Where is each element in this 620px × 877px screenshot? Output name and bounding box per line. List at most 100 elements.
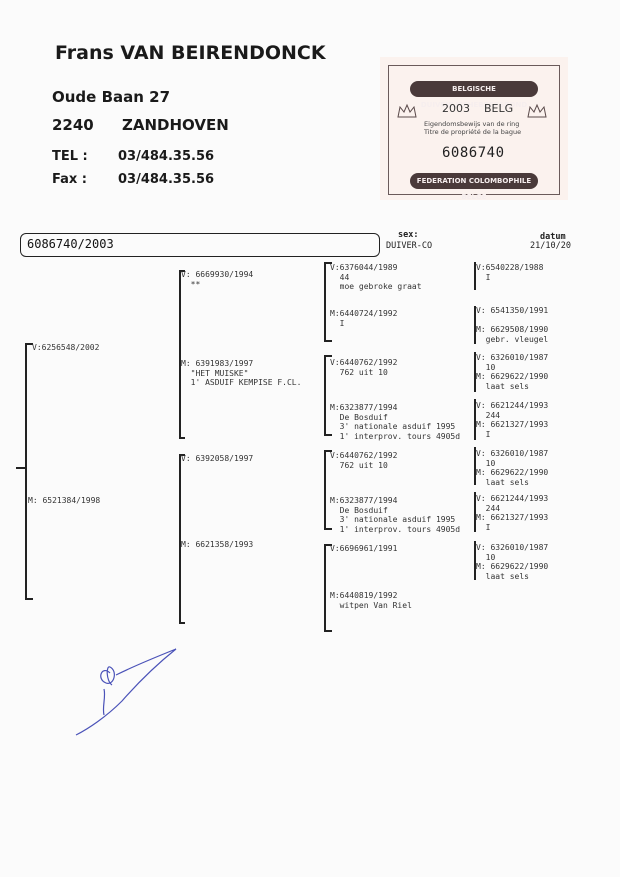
great-grandparent-entry: V:6376044/1989 44 moe gebroke graat <box>330 263 422 292</box>
great-grandparent-entry: V:6440762/1992 762 uit 10 <box>330 358 397 377</box>
bracket-line <box>474 352 476 392</box>
dam-entry: M: 6521384/1998 <box>28 496 101 505</box>
entry-line: 244 <box>476 410 501 420</box>
owner-city: ZANDHOVEN <box>122 116 229 134</box>
bracket-line <box>474 541 476 580</box>
entry-line: 244 <box>476 503 501 513</box>
bracket-line <box>324 450 332 452</box>
entry-line: laat sels <box>476 477 529 487</box>
datum-label: datum <box>540 232 566 242</box>
bracket-line <box>474 262 476 290</box>
entry-line: 762 uit 10 <box>330 367 388 377</box>
sire-entry: V:6256548/2002 <box>32 343 100 352</box>
bracket-line <box>179 437 185 439</box>
entry-line: 10 <box>476 362 496 372</box>
ancestor-entry: M: 6629508/1990 gebr. vleugel <box>476 325 548 344</box>
entry-line: M:6323877/1994 <box>330 403 398 412</box>
entry-line: V:6540228/1988 <box>476 263 544 272</box>
bracket-line <box>324 355 332 357</box>
bracket-line <box>179 454 181 622</box>
great-grandparent-entry: M:6440724/1992 I <box>330 309 397 328</box>
entry-line: V:6376044/1989 <box>330 263 398 272</box>
entry-line: "HET MUISKE" <box>181 368 249 378</box>
entry-line: De Bosduif <box>330 412 388 422</box>
entry-line: M: 6621358/1993 <box>181 540 254 549</box>
ancestor-entry: V: 6326010/1987 10 <box>476 353 548 372</box>
bracket-line <box>179 622 185 624</box>
bracket-line <box>324 544 332 546</box>
ancestor-entry: V: 6621244/1993 244 <box>476 401 548 420</box>
certificate-top-band: BELGISCHE DUIVENLIEFHEBBERSBOND <box>410 81 538 109</box>
ancestor-entry: V: 6621244/1993 244 <box>476 494 548 513</box>
entry-line: M:6440819/1992 <box>330 591 398 600</box>
ancestor-entry: M: 6621327/1993 I <box>476 420 548 439</box>
entry-line: V:6696961/1991 <box>330 544 398 553</box>
great-grandparent-entry: M:6323877/1994 De Bosduif 3' nationale a… <box>330 403 460 441</box>
entry-line: M: 6629622/1990 <box>476 372 549 381</box>
ancestor-entry: V: 6326010/1987 10 <box>476 543 548 562</box>
entry-line: moe gebroke graat <box>330 282 422 291</box>
fax-number: 03/484.35.56 <box>118 172 215 187</box>
bracket-line <box>324 340 332 342</box>
fax-label: Fax : <box>52 172 88 187</box>
owner-street: Oude Baan 27 <box>52 88 171 106</box>
entry-line: M: 6629622/1990 <box>476 468 549 477</box>
ancestor-entry: M: 6629622/1990 laat sels <box>476 562 548 581</box>
entry-line: gebr. vleugel <box>476 334 549 344</box>
owner-name: Frans VAN BEIRENDONCK <box>55 42 326 64</box>
entry-line: laat sels <box>476 571 529 581</box>
bracket-line <box>324 262 332 264</box>
bracket-line <box>25 343 33 345</box>
entry-line: laat sels <box>476 381 529 391</box>
entry-line: 762 uit 10 <box>330 460 388 470</box>
entry-line: 10 <box>476 552 496 562</box>
great-grandparent-entry: V:6440762/1992 762 uit 10 <box>330 451 397 470</box>
bracket-line <box>324 355 326 434</box>
bracket-line <box>474 399 476 440</box>
entry-line: witpen Van Riel <box>330 600 412 610</box>
grandparent-entry: V: 6392058/1997 <box>181 454 253 464</box>
signature <box>75 648 177 736</box>
bracket-line <box>324 434 332 436</box>
entry-line: V: 6326010/1987 <box>476 449 549 458</box>
sex-value: DUIVER-CO <box>386 241 433 251</box>
entry-line: 10 <box>476 458 496 468</box>
bracket-line <box>16 467 25 469</box>
ring-number-box: 6086740/2003 <box>20 233 380 257</box>
ancestor-entry: V: 6326010/1987 10 <box>476 449 548 468</box>
crown-icon <box>527 103 547 118</box>
bracket-line <box>179 454 185 456</box>
entry-line: M: 6629508/1990 <box>476 325 549 334</box>
bracket-line <box>324 450 326 528</box>
entry-line: M: 6621327/1993 <box>476 513 549 522</box>
sex-label: sex: <box>398 230 419 240</box>
entry-line: I <box>476 272 491 282</box>
entry-line: V: 6541350/1991 <box>476 306 549 315</box>
bracket-line <box>324 544 326 630</box>
entry-line: V: 6621244/1993 <box>476 494 549 503</box>
grandparent-entry: M: 6621358/1993 <box>181 540 253 550</box>
entry-line: V: 6326010/1987 <box>476 543 549 552</box>
bracket-line <box>474 306 476 344</box>
entry-line: M:6323877/1994 <box>330 496 398 505</box>
bracket-line <box>179 270 181 437</box>
ancestor-entry: M: 6629622/1990 laat sels <box>476 468 548 487</box>
ring-certificate: BELGISCHE DUIVENLIEFHEBBERSBOND 2003 BEL… <box>380 57 568 201</box>
ancestor-entry: V:6540228/1988 I <box>476 263 543 282</box>
entry-line: M: 6629622/1990 <box>476 562 549 571</box>
ancestor-entry: M: 6621327/1993 I <box>476 513 548 532</box>
entry-line: V:6440762/1992 <box>330 358 398 367</box>
tel-label: TEL : <box>52 149 88 164</box>
entry-line: V:6440762/1992 <box>330 451 398 460</box>
entry-line: 3' nationale asduif 1995 <box>330 515 456 524</box>
entry-line: M: 6621327/1993 <box>476 420 549 429</box>
entry-line: M: 6391983/1997 <box>181 359 254 368</box>
crown-icon <box>397 103 417 118</box>
certificate-frame <box>388 65 560 195</box>
entry-line: I <box>330 318 345 328</box>
entry-line: 44 <box>330 272 350 282</box>
entry-line: I <box>476 429 491 439</box>
great-grandparent-entry: V:6696961/1991 <box>330 544 397 554</box>
entry-line: 1' ASDUIF KEMPISE F.CL. <box>181 378 302 387</box>
certificate-year: 2003 BELG <box>442 102 514 115</box>
